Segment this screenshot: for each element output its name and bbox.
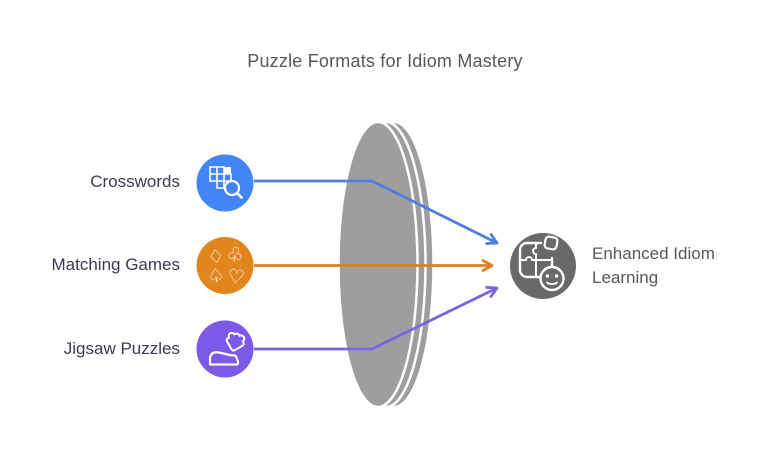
crosswords-circle	[196, 154, 254, 212]
arrow-crosswords	[254, 179, 499, 245]
heart-suit-glyph: ♡	[226, 265, 246, 289]
matching-games-circle	[196, 237, 254, 294]
node-jigsaw-puzzles	[196, 320, 254, 378]
crossword-magnifier-icon	[209, 166, 243, 199]
hand-puzzle-icon	[208, 331, 246, 366]
node-enhanced-idiom-learning	[510, 233, 576, 299]
club-suit-glyph: ♧	[225, 243, 245, 267]
node-crosswords	[196, 154, 254, 212]
item-label-matching-games: Matching Games	[51, 255, 181, 274]
diamond-suit-glyph: ♢	[206, 245, 226, 269]
node-matching-games: ♢ ♧ ♤ ♡	[196, 237, 254, 294]
item-label-jigsaw-puzzles: Jigsaw Puzzles	[63, 339, 180, 358]
spade-suit-glyph: ♤	[206, 264, 226, 288]
item-label-crosswords: Crosswords	[90, 172, 180, 191]
arrow-jigsaw-puzzles	[254, 286, 499, 351]
card-suits-icon: ♢ ♧ ♤ ♡	[206, 243, 246, 289]
jigsaw-puzzles-circle	[196, 320, 254, 378]
diagram-title: Puzzle Formats for Idiom Mastery	[247, 51, 523, 71]
result-label: Enhanced Idiom Learning	[592, 244, 715, 287]
puzzle-smiley-icon	[518, 235, 565, 292]
